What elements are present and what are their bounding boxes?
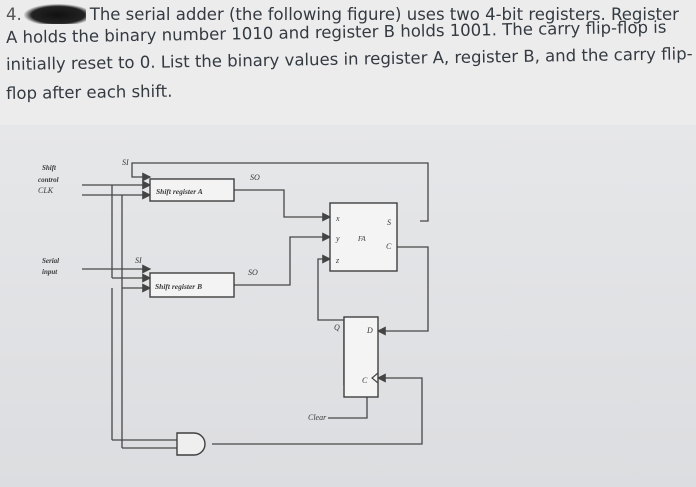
wire-sum-to-si-a: [131, 162, 429, 222]
question-line-1: 4. The serial adder (the following figure…: [6, 4, 679, 24]
full-adder-x-label: x: [335, 214, 340, 223]
question-line-3: initially reset to 0. List the binary va…: [5, 44, 693, 74]
wire-and-to-ff-clock: [212, 373, 423, 445]
wire-carry-to-d: [376, 246, 429, 336]
si-a-label: SI: [122, 158, 129, 167]
serial-adder-diagram: Shift control CLK Serial input SI SI: [38, 158, 429, 456]
wire-so-b-to-y: [234, 232, 332, 286]
clk-label: CLK: [38, 186, 54, 195]
shift-register-b-label: Shift register B: [155, 282, 202, 291]
full-adder-y-label: y: [335, 234, 340, 243]
full-adder-c-label: C: [386, 242, 392, 251]
question-number: 4.: [6, 5, 22, 24]
shift-control-label-1: Shift: [42, 164, 57, 172]
question-line-4: flop after each shift.: [5, 81, 173, 103]
shift-register-a: [149, 178, 235, 202]
so-b-label: SO: [248, 268, 258, 277]
shift-register-a-label: Shift register A: [156, 187, 203, 196]
full-adder: [329, 202, 398, 272]
and-gate-icon: [176, 432, 206, 456]
wires: [82, 162, 429, 449]
so-a-label: SO: [250, 173, 260, 182]
clear-label: Clear: [308, 413, 327, 422]
full-adder-label: FA: [357, 235, 366, 243]
carry-flip-flop: [343, 316, 379, 398]
flip-flop-d-label: D: [366, 326, 373, 335]
clock-triangle-icon: [371, 372, 379, 384]
shift-control-label-2: control: [38, 176, 59, 184]
question-text-block: 4. The serial adder (the following figure…: [0, 0, 696, 130]
wire-clear: [328, 397, 368, 419]
shift-register-b: [149, 272, 235, 298]
full-adder-s-label: S: [387, 218, 391, 227]
serial-input-label-1: Serial: [42, 257, 59, 265]
si-b-label: SI: [135, 256, 142, 265]
wire-so-a-to-x: [234, 189, 332, 222]
full-adder-z-label: z: [335, 256, 340, 265]
redaction-blot: [23, 4, 86, 24]
wire-q-to-z: [317, 254, 345, 385]
flip-flop-clock-label: C: [362, 376, 368, 385]
flip-flop-q-label: Q: [334, 323, 340, 332]
serial-input-label-2: input: [42, 268, 58, 276]
question-text-1: The serial adder (the following figure) …: [89, 5, 679, 24]
